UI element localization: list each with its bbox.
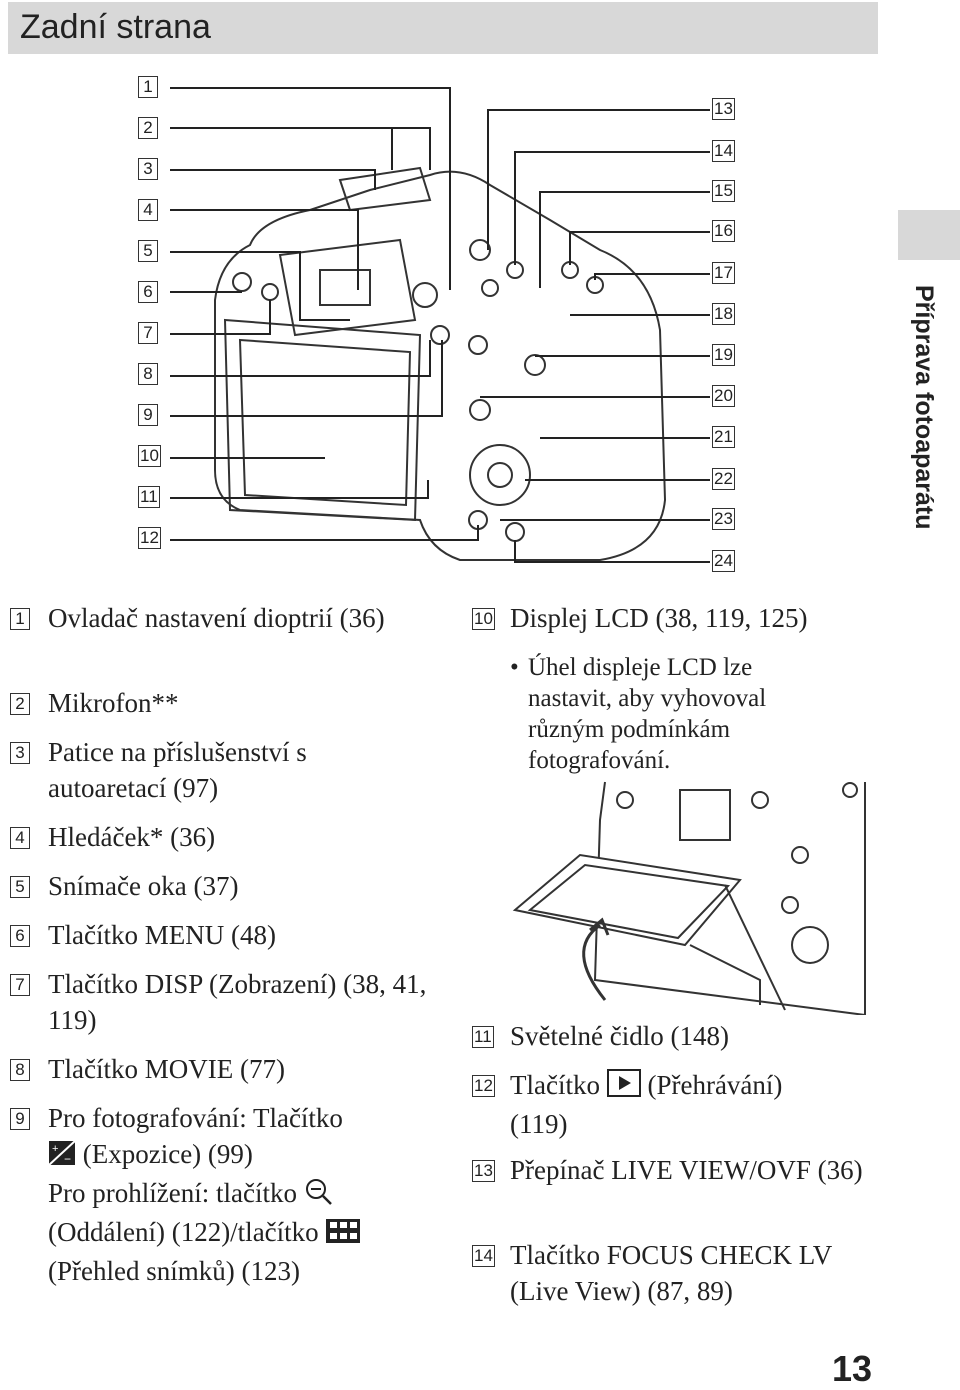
- diagram-label-21: 21: [712, 426, 735, 448]
- list-item-11: 11 Světelné čidlo (148): [472, 1018, 892, 1054]
- item-text: Tlačítko FOCUS CHECK LV (Live View) (87,…: [510, 1240, 832, 1306]
- diagram-label-23: 23: [712, 508, 735, 530]
- item-number: 3: [10, 742, 30, 764]
- exposure-icon: +−: [48, 1139, 76, 1175]
- item-number: 10: [472, 608, 495, 630]
- item-text: Světelné čidlo (148): [510, 1021, 729, 1051]
- zoom-out-icon: [304, 1177, 334, 1214]
- side-tab-marker: [898, 210, 960, 260]
- diagram-label-11: 11: [138, 486, 160, 508]
- diagram-label-17: 17: [712, 262, 735, 284]
- section-title: Zadní strana: [20, 8, 211, 46]
- diagram-label-3: 3: [138, 158, 158, 180]
- item-number: 5: [10, 876, 30, 898]
- item-number: 8: [10, 1059, 30, 1081]
- diagram-label-2: 2: [138, 117, 158, 139]
- diagram-label-1: 1: [138, 76, 158, 98]
- diagram-label-4: 4: [138, 199, 158, 221]
- item12-text-c: (119): [510, 1109, 568, 1140]
- item-number: 13: [472, 1160, 495, 1182]
- list-item-13: 13 Přepínač LIVE VIEW/OVF (36): [472, 1152, 892, 1188]
- lcd-tilt-illustration: [510, 780, 870, 1017]
- item-text: Přepínač LIVE VIEW/OVF (36): [510, 1155, 863, 1185]
- item-number: 2: [10, 693, 30, 715]
- bullet-text: Úhel displeje LCD lze nastavit, aby vyho…: [528, 654, 767, 774]
- diagram-label-22: 22: [712, 468, 735, 490]
- play-icon: [606, 1069, 641, 1106]
- diagram-label-18: 18: [712, 303, 735, 325]
- diagram-label-20: 20: [712, 385, 735, 407]
- item-number: 14: [472, 1245, 495, 1267]
- diagram-label-13: 13: [712, 98, 735, 120]
- diagram-label-9: 9: [138, 404, 158, 426]
- page-number: 13: [832, 1348, 873, 1389]
- list-item-14: 14 Tlačítko FOCUS CHECK LV (Live View) (…: [472, 1237, 892, 1309]
- diagram-label-6: 6: [138, 281, 158, 303]
- item-text: Mikrofon**: [48, 688, 179, 718]
- diagram-label-14: 14: [712, 140, 735, 162]
- list-item-1: 1 Ovladač nastavení dioptrií (36): [10, 600, 430, 636]
- item9-line4: (Oddálení) (122)/tlačítko: [48, 1217, 319, 1248]
- item-text: Hledáček* (36): [48, 822, 216, 852]
- diagram-label-10: 10: [138, 445, 161, 467]
- item-number: 12: [472, 1075, 495, 1097]
- list-item-3: 3 Patice na příslušenství s autoaretací …: [10, 734, 380, 806]
- item-text: Tlačítko MOVIE (77): [48, 1054, 285, 1084]
- item-number: 7: [10, 974, 30, 996]
- diagram-label-7: 7: [138, 322, 158, 344]
- item-text: Displej LCD (38, 119, 125): [510, 603, 808, 633]
- section-header: Zadní strana: [8, 2, 878, 54]
- bullet-dot: •: [510, 654, 519, 681]
- item-text: Tlačítko MENU (48): [48, 920, 276, 950]
- item9-line5: (Přehled snímků) (123): [48, 1255, 300, 1286]
- item-text: Ovladač nastavení dioptrií (36): [48, 603, 385, 633]
- item12-text-a: Tlačítko: [510, 1070, 600, 1100]
- index-icon: [325, 1217, 361, 1253]
- diagram-label-16: 16: [712, 220, 735, 242]
- item9-line1: Pro fotografování: Tlačítko: [48, 1103, 343, 1133]
- list-item-6: 6 Tlačítko MENU (48): [10, 917, 430, 953]
- item-number: 9: [10, 1108, 30, 1130]
- camera-back-diagram: 1 2 3 4 5 6 7 8 9 10 11 12 13 14 15 16 1…: [130, 70, 750, 590]
- list-item-10: 10 Displej LCD (38, 119, 125): [472, 600, 892, 636]
- diagram-label-8: 8: [138, 363, 158, 385]
- list-item-8: 8 Tlačítko MOVIE (77): [10, 1051, 430, 1087]
- item-number: 1: [10, 608, 30, 630]
- list-item-5: 5 Snímače oka (37): [10, 868, 430, 904]
- item-number: 4: [10, 827, 30, 849]
- list-item-4: 4 Hledáček* (36): [10, 819, 430, 855]
- svg-text:−: −: [64, 1152, 71, 1166]
- item-text: Snímače oka (37): [48, 871, 239, 901]
- lcd-tilt-figure: [512, 781, 866, 1017]
- camera-illustration: [170, 87, 710, 563]
- svg-text:+: +: [52, 1143, 58, 1155]
- diagram-label-12: 12: [138, 527, 161, 549]
- diagram-label-15: 15: [712, 180, 735, 202]
- item-text: Tlačítko DISP (Zobrazení) (38, 41, 119): [48, 969, 427, 1035]
- item12-text-b: (Přehrávání): [647, 1070, 783, 1100]
- list-item-2: 2 Mikrofon**: [10, 685, 430, 721]
- diagram-label-19: 19: [712, 344, 735, 366]
- side-chapter-label: Příprava fotoaparátu: [910, 285, 938, 530]
- list-item-10-note: • Úhel displeje LCD lze nastavit, aby vy…: [510, 652, 830, 776]
- item9-line2: (Expozice) (99): [82, 1139, 253, 1169]
- list-item-12: 12 Tlačítko (Přehrávání) (119): [472, 1067, 892, 1142]
- item-number: 11: [472, 1026, 494, 1048]
- item9-line3: Pro prohlížení: tlačítko: [48, 1177, 297, 1208]
- list-item-9: 9 Pro fotografování: Tlačítko +− (Expozi…: [10, 1100, 450, 1289]
- item-number: 6: [10, 925, 30, 947]
- item-text: Patice na příslušenství s autoaretací (9…: [48, 737, 307, 803]
- list-item-7: 7 Tlačítko DISP (Zobrazení) (38, 41, 119…: [10, 966, 430, 1038]
- diagram-label-5: 5: [138, 240, 158, 262]
- diagram-label-24: 24: [712, 550, 735, 572]
